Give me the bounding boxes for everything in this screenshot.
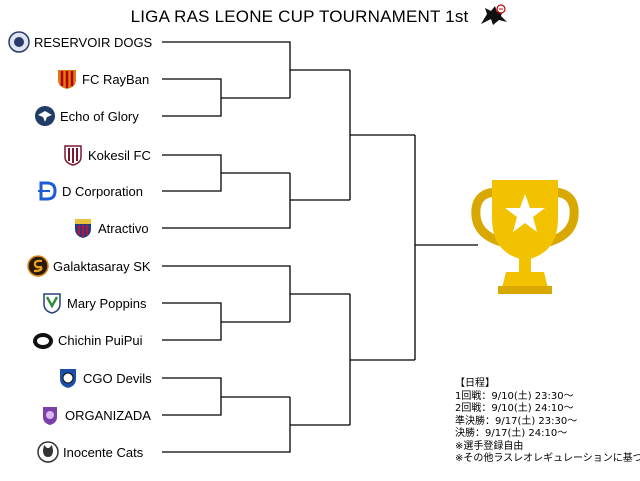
schedule-line: ※その他ラスレオレギュレーションに基づく: [455, 453, 640, 464]
trophy-icon: [470, 172, 580, 307]
eagle-emblem-icon: [34, 105, 56, 127]
team-entry: CGO Devils: [57, 368, 152, 388]
schedule-line: 準決勝：9/17(土) 23:30～: [455, 415, 578, 427]
barca-style-shield-icon: [72, 217, 94, 239]
team-name: Kokesil FC: [88, 147, 151, 163]
team-entry: RESERVOIR DOGS: [8, 31, 153, 53]
team-name: CGO Devils: [83, 370, 152, 386]
schedule-box: 【日程】 1回戦：9/10(土) 23:30～ 2回戦：9/10(土) 24:1…: [455, 378, 640, 466]
team-name: ORGANIZADA: [65, 407, 151, 423]
team-entry: Echo of Glory: [34, 106, 139, 126]
team-name: D Corporation: [62, 183, 143, 199]
chichin-puipui-logo-icon: [32, 329, 54, 351]
schedule-line: 2回戦：9/10(土) 24:10～: [455, 403, 574, 414]
striped-shield-icon: [56, 68, 78, 90]
lion-logo-icon: [479, 4, 509, 31]
team-name: Mary Poppins: [67, 295, 147, 311]
team-entry: FC RayBan: [56, 69, 149, 89]
team-name: Chichin PuiPui: [58, 332, 143, 348]
team-entry: Chichin PuiPui: [32, 330, 143, 350]
team-entry: Inocente Cats: [37, 441, 144, 463]
team-name: FC RayBan: [82, 71, 150, 87]
dog-emblem-icon: [8, 31, 30, 53]
castle-shield-icon: [62, 144, 84, 166]
team-entry: Atractivo: [72, 218, 149, 238]
team-entry: D Corporation: [36, 181, 143, 201]
schedule-line: 1回戦：9/10(土) 23:30～: [455, 390, 574, 402]
schedule-heading: 【日程】: [455, 378, 495, 389]
team-entry: Mary Poppins: [41, 292, 147, 314]
team-name: Galaktasaray SK: [53, 258, 151, 274]
galaxy-s-emblem-icon: [27, 255, 49, 277]
ball-shield-icon: [57, 367, 79, 389]
dynamo-d-icon: [36, 180, 58, 202]
schedule-line: 決勝：9/17(土) 24:10～: [455, 428, 568, 439]
team-entry: Galaktasaray SK: [27, 255, 151, 277]
cat-badge-icon: [37, 441, 59, 463]
team-name: Inocente Cats: [63, 444, 144, 460]
team-name: Echo of Glory: [60, 108, 139, 124]
schedule-line: ※選手登録自由: [455, 440, 524, 452]
team-entry: Kokesil FC: [62, 144, 151, 166]
team-name: Atractivo: [98, 220, 149, 236]
purple-crest-icon: [39, 404, 61, 426]
tournament-title: LIGA RAS LEONE CUP TOURNAMENT 1st: [0, 4, 640, 31]
green-shield-icon: [41, 292, 63, 314]
team-entry: ORGANIZADA: [39, 405, 151, 425]
team-name: RESERVOIR DOGS: [34, 34, 153, 50]
